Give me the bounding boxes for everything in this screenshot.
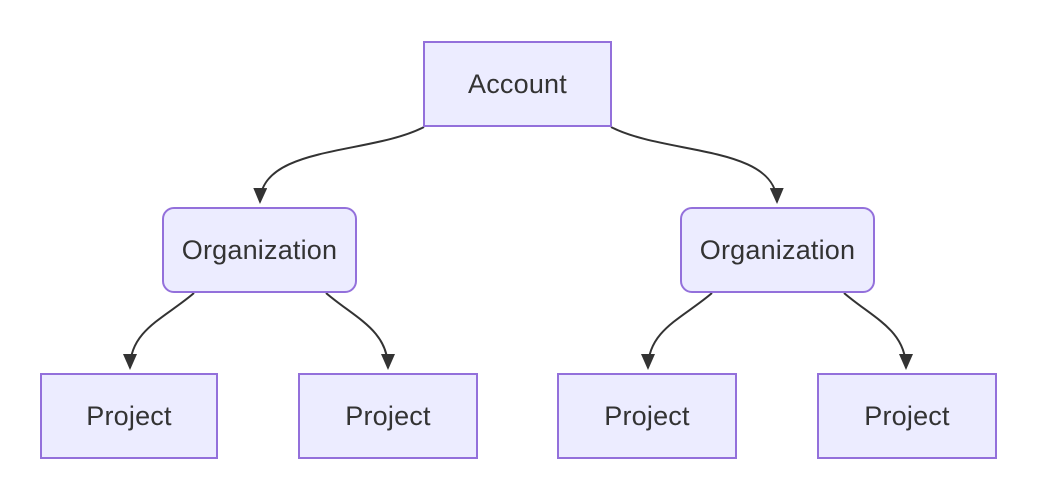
node-project-4-label: Project (864, 400, 950, 431)
edge-org1-project2 (325, 292, 395, 370)
edge-account-org2 (610, 126, 784, 204)
node-organization-right: Organization (680, 207, 875, 293)
edge-org1-project1 (123, 292, 195, 370)
node-project-4: Project (817, 373, 997, 459)
edge-account-org1 (253, 126, 425, 204)
node-project-3-label: Project (604, 400, 690, 431)
node-account: Account (423, 41, 612, 127)
edge-org2-project3 (641, 292, 713, 370)
node-project-2: Project (298, 373, 478, 459)
node-account-label: Account (468, 68, 567, 99)
node-organization-left: Organization (162, 207, 357, 293)
edge-org2-project4 (843, 292, 913, 370)
node-project-1: Project (40, 373, 218, 459)
node-project-3: Project (557, 373, 737, 459)
node-organization-left-label: Organization (181, 234, 338, 265)
node-organization-right-label: Organization (699, 234, 856, 265)
node-project-2-label: Project (345, 400, 431, 431)
node-project-1-label: Project (86, 400, 172, 431)
